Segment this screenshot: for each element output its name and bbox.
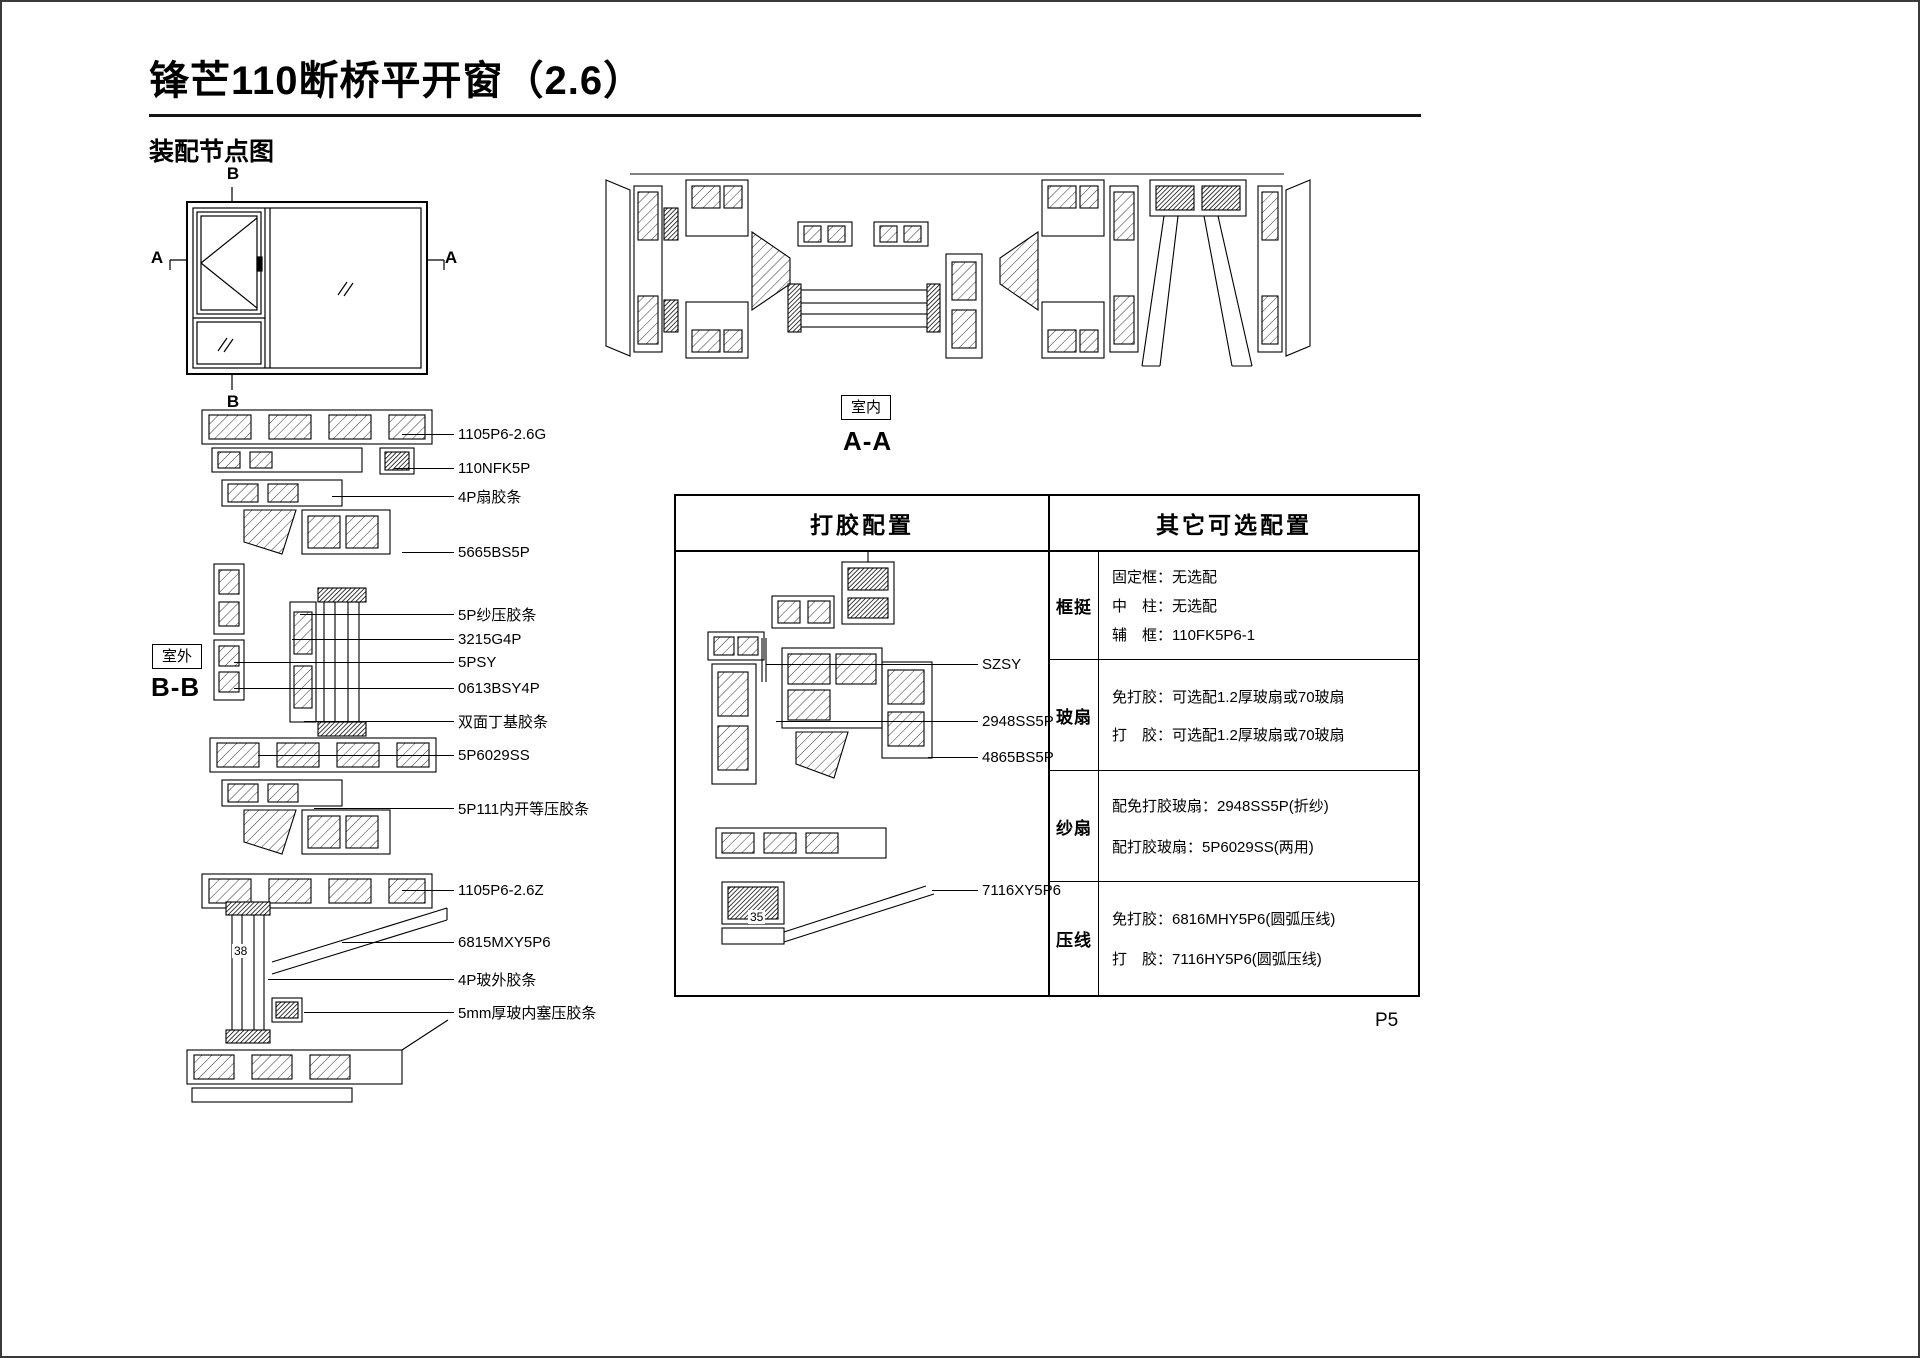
config-line: 配免打胶玻扇：2948SS5P(折纱) [1112, 798, 1329, 815]
config-line: 辅 框：110FK5P6-1 [1112, 627, 1256, 644]
row-label: 压线 [1050, 882, 1099, 995]
section-aa-label: A-A [843, 426, 893, 456]
table-row-screen-sash: 纱扇 配免打胶玻扇：2948SS5P(折纱) 配打胶玻扇：5P6029SS(两用… [1050, 771, 1418, 882]
part-label: 6815MXY5P6 [458, 933, 551, 951]
elevation-drawing [169, 187, 445, 390]
page-number: P5 [1375, 1010, 1399, 1031]
part-label: 110NFK5P [458, 459, 531, 477]
table-row-bead: 压线 免打胶：6816MHY5P6(圆弧压线) 打 胶：7116HY5P6(圆弧… [1050, 882, 1418, 995]
header-glue-config: 打胶配置 [676, 496, 1050, 550]
part-label: 0613BSY4P [458, 679, 540, 697]
detail-drawing [707, 552, 935, 945]
config-line: 免打胶：可选配1.2厚玻扇或70玻扇 [1112, 688, 1345, 706]
section-bb-label: B-B [151, 672, 201, 702]
table-row-glass-sash: 玻扇 免打胶：可选配1.2厚玻扇或70玻扇 打 胶：可选配1.2厚玻扇或70玻扇 [1050, 660, 1418, 771]
table-row-frame: 框挺 固定框：无选配 中 柱：无选配 辅 框：110FK5P6-1 [1050, 552, 1418, 660]
config-line: 打 胶：可选配1.2厚玻扇或70玻扇 [1112, 726, 1345, 744]
config-line: 配打胶玻扇：5P6029SS(两用) [1112, 839, 1314, 856]
room-label-outdoor: 室外 [152, 644, 203, 669]
row-label: 框挺 [1050, 552, 1099, 659]
part-label: 4P扇胶条 [458, 488, 522, 506]
part-label: 4P玻外胶条 [458, 971, 537, 989]
sheet-title: 锋芒110断桥平开窗（2.6） [149, 59, 645, 103]
part-label: 5mm厚玻内塞压胶条 [458, 1004, 597, 1022]
row-label: 纱扇 [1050, 771, 1099, 881]
header-optional-config: 其它可选配置 [1156, 512, 1312, 538]
part-label: 5665BS5P [458, 543, 530, 561]
section-marker-a-right: A [444, 248, 458, 267]
part-label: 5P6029SS [458, 746, 530, 764]
part-label: 1105P6-2.6G [458, 425, 547, 443]
part-label: 3215G4P [458, 630, 522, 648]
section-marker-a-left: A [150, 248, 164, 267]
dimension-glass-35: 35 [748, 910, 766, 924]
room-label-indoor: 室内 [841, 395, 892, 420]
part-label: 5PSY [458, 653, 497, 671]
part-label: 5P111内开等压胶条 [458, 800, 590, 818]
part-label: 5P纱压胶条 [458, 606, 537, 624]
config-rows: 框挺 固定框：无选配 中 柱：无选配 辅 框：110FK5P6-1 玻扇 免打胶… [1050, 552, 1418, 995]
part-label: 双面丁基胶条 [458, 713, 549, 731]
dimension-glass-38: 38 [232, 944, 250, 958]
part-label: 1105P6-2.6Z [458, 881, 544, 899]
section-marker-b-top: B [226, 164, 240, 183]
section-marker-b-bottom: B [226, 392, 240, 411]
config-line: 中 柱：无选配 [1112, 598, 1218, 615]
section-aa-drawing [605, 173, 1311, 367]
section-bb-drawing [186, 409, 449, 1103]
config-table: 打胶配置 其它可选配置 [674, 494, 1420, 997]
config-line: 打 胶：7116HY5P6(圆弧压线) [1112, 951, 1322, 968]
title-underline [149, 114, 1421, 117]
config-line: 免打胶：6816MHY5P6(圆弧压线) [1112, 911, 1336, 928]
config-table-header: 打胶配置 其它可选配置 [676, 496, 1418, 552]
row-label: 玻扇 [1050, 660, 1099, 770]
config-line: 固定框：无选配 [1112, 569, 1218, 586]
assembly-heading: 装配节点图 [149, 138, 275, 166]
